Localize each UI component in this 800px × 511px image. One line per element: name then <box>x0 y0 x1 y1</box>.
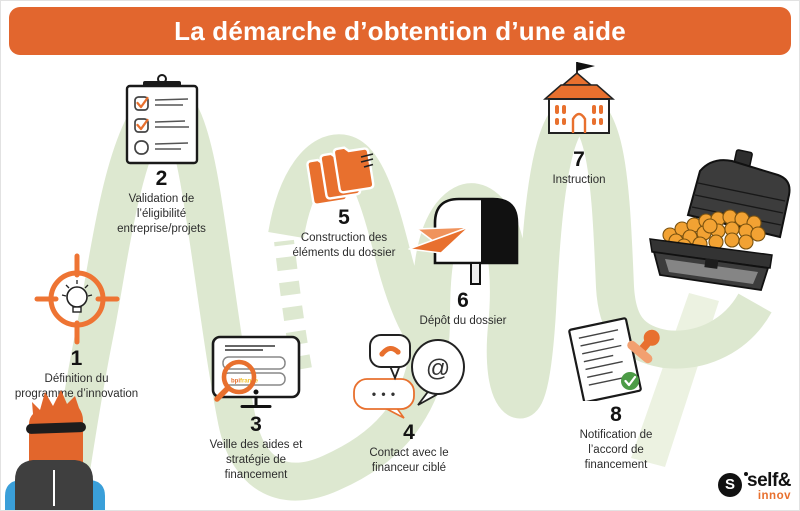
flag-icon <box>577 62 595 71</box>
brand-logo: S self& innov <box>718 471 791 503</box>
step-number: 3 <box>250 413 262 436</box>
step-3: bpifrance 3 Veille des aides et stratégi… <box>181 335 331 483</box>
mailbox-paper-plane-icon <box>408 197 519 285</box>
treasure-chest-icon <box>649 149 791 292</box>
logo-sub-text: innov <box>757 489 791 502</box>
checklist-clipboard-icon <box>125 74 198 165</box>
step-number: 8 <box>610 403 622 426</box>
search-monitor-icon: bpifrance <box>211 335 301 408</box>
step-label: Construction des éléments du dossier <box>292 232 396 259</box>
chat-bubbles-icon: @ • • • <box>353 334 465 419</box>
svg-text:bpifrance: bpifrance <box>231 379 259 385</box>
check-badge-icon <box>621 372 639 390</box>
institution-building-icon <box>543 62 615 134</box>
page-title: La démarche d’obtention d’une aide <box>174 15 626 46</box>
logo-brand-text: self& <box>747 469 791 491</box>
typing-dots: • • • <box>372 387 396 401</box>
step-label: Définition du programme d’innovation <box>14 373 139 400</box>
step-label: Dépôt du dossier <box>419 315 507 327</box>
screen-text-bpi: bpi <box>231 379 240 385</box>
step-number: 7 <box>573 148 585 171</box>
phone-icon <box>379 346 401 357</box>
magnifier-icon <box>221 359 257 395</box>
step-2: 2 Validation de l’éligibilité entreprise… <box>94 73 229 237</box>
step-label: Instruction <box>552 174 606 186</box>
target-lightbulb-icon <box>34 253 119 345</box>
screen-text-france: france <box>240 379 259 385</box>
step-number: 4 <box>403 421 415 444</box>
step-1: 1 Définition du programme d’innovation <box>9 253 144 402</box>
step-label: Contact avec le financeur ciblé <box>369 447 449 474</box>
step-5: 5 Construction des éléments du dossier <box>271 140 417 261</box>
step-number: 2 <box>155 167 168 190</box>
logo-mark-icon: S <box>718 471 749 497</box>
step-6: 6 Dépôt du dossier <box>389 197 537 329</box>
step-label: Validation de l’éligibilité entreprise/p… <box>117 193 206 235</box>
headband <box>26 422 86 434</box>
paper-plane-icon <box>408 226 470 254</box>
at-symbol: @ <box>426 355 450 382</box>
step-number: 5 <box>338 206 350 229</box>
step-label: Veille des aides et stratégie de finance… <box>209 439 303 481</box>
step-8: 8 Notification de l’accord de financemen… <box>551 315 681 473</box>
header-banner: La démarche d’obtention d’une aide <box>9 7 791 55</box>
hiker-figure <box>5 390 105 510</box>
step-number: 1 <box>70 347 83 370</box>
stamped-document-icon <box>568 317 660 401</box>
folders-icon <box>306 146 375 204</box>
step-number: 6 <box>457 289 469 312</box>
logo-mark-letter: S <box>725 476 736 493</box>
step-label: Notification de l’accord de financement <box>579 429 653 471</box>
stamp-icon <box>627 329 660 364</box>
step-7: 7 Instruction <box>514 61 644 188</box>
step-4: @ • • • 4 Contact avec le financeur cibl… <box>344 333 474 476</box>
